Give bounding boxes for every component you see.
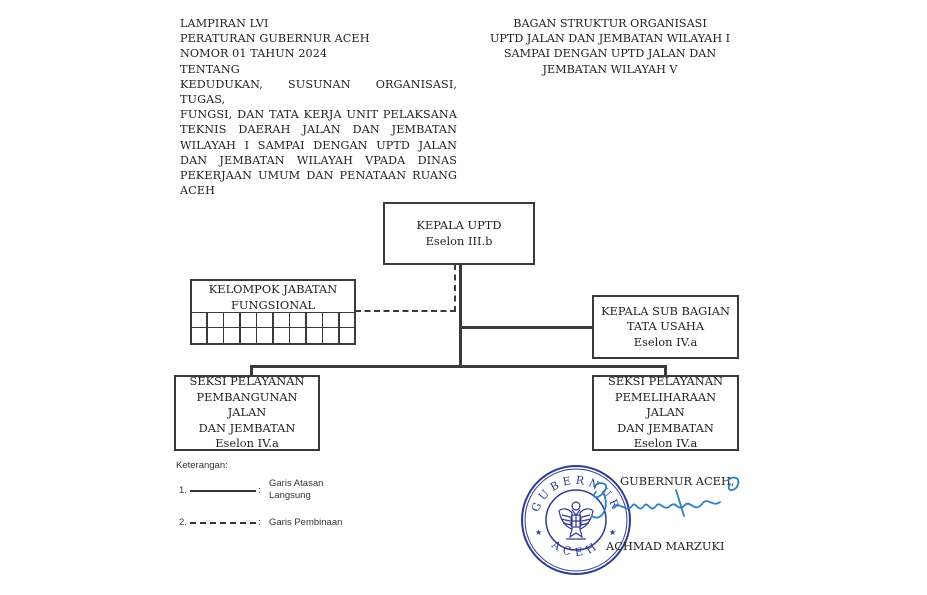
legend-item1-number: 1. (179, 485, 187, 496)
fungsional-grid-cell (272, 326, 290, 345)
legend-item2-separator: : (258, 517, 261, 528)
seksi-pembangunan-line1: SEKSI PELAYANAN (189, 374, 305, 389)
pembinaan-vertical-dash (454, 264, 456, 312)
seksi-pemeliharaan-line1: SEKSI PELAYANAN (608, 374, 723, 389)
pembinaan-horizontal-dash (355, 310, 456, 312)
kepala-uptd-eselon: Eselon III.b (425, 233, 493, 248)
fungsional-grid-cell (222, 312, 241, 328)
fungsional-grid-cell (321, 326, 340, 345)
seksi-pemeliharaan-eselon: Eselon IV.a (633, 436, 698, 451)
seksi-pembangunan-eselon: Eselon IV.a (215, 436, 279, 451)
lampiran-header-line: WILAYAH I SAMPAI DENGAN UPTD JALAN (180, 138, 457, 152)
fungsional-title-line1: KELOMPOK JABATAN (208, 282, 338, 296)
bagan-title-line: UPTD JALAN DAN JEMBATAN WILAYAH I (489, 32, 731, 46)
seksi-horizontal-line (250, 365, 666, 368)
kepala-uptd-title: KEPALA UPTD (416, 218, 502, 232)
seksi-pemeliharaan-line3: DAN JEMBATAN (617, 420, 714, 435)
subbag-connector-line (461, 326, 593, 329)
fungsional-title-line2: FUNGSIONAL (231, 297, 315, 312)
fungsional-grid-cell (272, 312, 290, 328)
handwritten-signature-icon (591, 476, 740, 519)
lampiran-header-line: TENTANG (180, 62, 240, 76)
lampiran-header-line: KEDUDUKAN, SUSUNAN ORGANISASI, TUGAS, (180, 77, 457, 107)
fungsional-grid-cell (255, 326, 274, 345)
lampiran-header-line: TEKNIS DAERAH JALAN DAN JEMBATAN (180, 123, 457, 137)
bagan-title-line: JEMBATAN WILAYAH V (542, 62, 678, 76)
fungsional-grid-cell (239, 312, 257, 328)
gubernur-aceh-seal-icon: GUBERNUR ACEH ★ ★ (521, 465, 631, 575)
fungsional-grid-cell (222, 326, 241, 345)
legend: Keterangan: 1. : Garis Atasan Langsung 2… (176, 460, 376, 530)
lampiran-header-line: PEKERJAAN UMUM DAN PENATAAN RUANG (180, 169, 457, 183)
kepala-subbag-tata-usaha-box: KEPALA SUB BAGIAN TATA USAHA Eselon IV.a (592, 295, 739, 359)
bagan-title: BAGAN STRUKTUR ORGANISASI UPTD JALAN DAN… (470, 16, 750, 77)
legend-item1-label-b: Langsung (269, 490, 311, 501)
legend-solid-line-sample (190, 490, 256, 492)
seksi-pembangunan-line3: DAN JEMBATAN (198, 420, 296, 435)
signatory-name: ACHMAD MARZUKI (606, 539, 725, 553)
svg-text:★: ★ (535, 528, 542, 537)
seksi-pemeliharaan-box: SEKSI PELAYANAN PEMELIHARAAN JALAN DAN J… (592, 374, 739, 451)
lampiran-header-line: NOMOR 01 TAHUN 2024 (180, 47, 328, 61)
main-vertical-line (459, 264, 462, 367)
fungsional-grid-cell (206, 312, 224, 328)
lampiran-header-line: ACEH (180, 184, 215, 198)
lampiran-header-line: DAN JEMBATAN WILAYAH VPADA DINAS (180, 153, 457, 167)
bagan-title-line: SAMPAI DENGAN UPTD JALAN DAN (503, 47, 717, 61)
fungsional-grid-cell (189, 312, 208, 328)
subbag-line1: KEPALA SUB BAGIAN (601, 303, 730, 318)
seksi-left-drop-line (250, 365, 253, 376)
lampiran-header-line: LAMPIRAN LVI (180, 17, 269, 30)
bagan-title-line: BAGAN STRUKTUR ORGANISASI (513, 17, 707, 30)
legend-item1-separator: : (258, 485, 261, 496)
seal-bottom-text: ACEH (549, 537, 603, 559)
fungsional-grid-cell (288, 326, 307, 345)
seksi-right-drop-line (664, 365, 667, 376)
legend-dashed-line-sample (190, 522, 256, 524)
fungsional-grid-cell (321, 312, 340, 328)
fungsional-grid-cell (305, 312, 323, 328)
seksi-pembangunan-line2: PEMBANGUNAN JALAN (196, 389, 298, 420)
fungsional-grid-cell (189, 326, 208, 345)
fungsional-grid-cell (288, 312, 307, 328)
seksi-pemeliharaan-line2: PEMELIHARAAN JALAN (614, 389, 717, 420)
legend-item2-label: Garis Pembinaan (269, 517, 343, 528)
fungsional-grid-cell (255, 312, 274, 328)
subbag-line2: TATA USAHA (626, 319, 705, 334)
fungsional-grid-cell (338, 326, 356, 345)
svg-text:★: ★ (609, 528, 616, 537)
lampiran-header-line: FUNGSI, DAN TATA KERJA UNIT PELAKSANA (180, 108, 457, 122)
fungsional-grid-cell (239, 326, 257, 345)
fungsional-grid-row-2 (189, 326, 356, 345)
seksi-pembangunan-box: SEKSI PELAYANAN PEMBANGUNAN JALAN DAN JE… (174, 374, 320, 451)
fungsional-grid-cell (338, 312, 356, 328)
subbag-eselon: Eselon IV.a (633, 334, 698, 349)
legend-item1-label-a: Garis Atasan (269, 478, 324, 489)
signature-title: GUBERNUR ACEH, (620, 474, 735, 488)
lampiran-header-line: PERATURAN GUBERNUR ACEH (180, 32, 370, 46)
fungsional-grid-row-1 (189, 312, 356, 328)
fungsional-grid-cell (305, 326, 323, 345)
kepala-uptd-box: KEPALA UPTD Eselon III.b (383, 202, 535, 265)
fungsional-grid-cell (206, 326, 224, 345)
legend-item2-number: 2. (179, 517, 187, 528)
legend-title: Keterangan: (176, 460, 228, 471)
